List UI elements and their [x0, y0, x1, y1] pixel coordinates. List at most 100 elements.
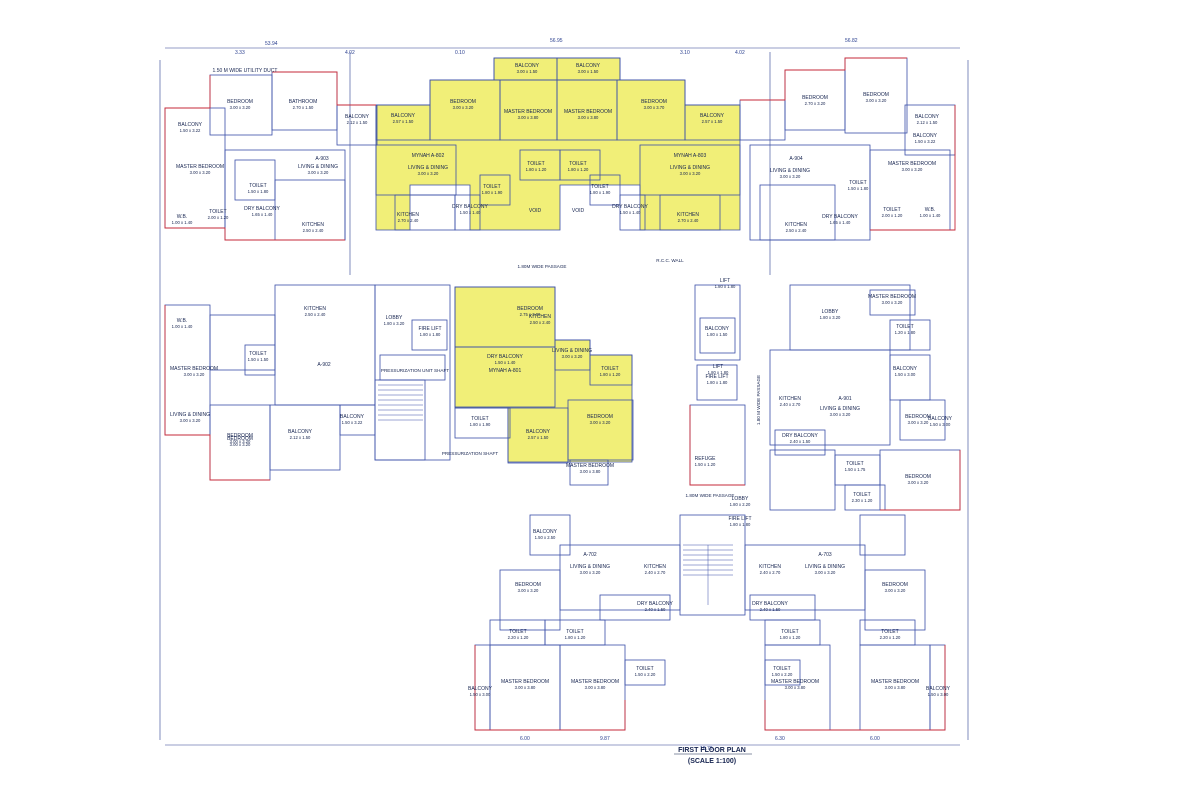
- room-label: BEDROOM: [515, 582, 541, 588]
- room-size: 1.50 x 1.40: [460, 210, 481, 215]
- staircases: [378, 379, 733, 605]
- top-dim-4: 3.33: [235, 50, 245, 56]
- room-label: LIVING & DINING: [820, 406, 860, 412]
- room-label: REFUGE: [695, 456, 717, 462]
- room-label: FIRE LIFT: [728, 516, 751, 522]
- room-size: 1.50 x 3.00: [895, 372, 916, 377]
- room-label: BEDROOM: [641, 99, 667, 105]
- room-label: DRY BALCONY: [637, 601, 673, 607]
- room-size: 1.80 x 1.80: [715, 284, 736, 289]
- room-label: BALCONY: [928, 416, 953, 422]
- room-label: LIVING & DINING: [408, 165, 448, 171]
- rcc-wall-label: R.C.C. WALL: [656, 258, 684, 263]
- room-label: TOILET: [509, 629, 526, 635]
- room-label: A-901: [838, 396, 852, 402]
- room-size: 2.70 x 2.40: [678, 218, 699, 223]
- room-size: 1.50 x 1.50: [248, 357, 269, 362]
- room-label: KITCHEN: [529, 314, 551, 320]
- room-label: LOBBY: [822, 309, 839, 315]
- room-label: TOILET: [846, 461, 863, 467]
- corridor-labels: 1.80M WIDE PASSAGE R.C.C. WALL 1.80M WID…: [381, 258, 761, 498]
- room-size: 1.65 x 1.40: [252, 212, 273, 217]
- top-dim-8: 4.02: [735, 50, 745, 56]
- room-label: VOID: [572, 208, 585, 214]
- room-label: KITCHEN: [759, 564, 781, 570]
- room-size: 3.00 x 3.20: [230, 439, 251, 444]
- room-size: 1.80 x 1.80: [708, 370, 729, 375]
- room-label: BALCONY: [468, 686, 493, 692]
- room-label: A-902: [317, 362, 331, 368]
- room-size: 2.75 x 3.00: [520, 312, 541, 317]
- room-size: 3.00 x 1.50: [517, 69, 538, 74]
- room-label: MASTER BEDROOM: [564, 109, 612, 115]
- room-label: LIVING & DINING: [552, 348, 592, 354]
- room-size: 3.00 x 3.20: [580, 570, 601, 575]
- room-label: BALCONY: [526, 429, 551, 435]
- room-label: TOILET: [773, 666, 790, 672]
- room-label: KITCHEN: [397, 212, 419, 218]
- room-size: 2.57 x 1.50: [393, 119, 414, 124]
- room-label: BEDROOM: [227, 436, 253, 442]
- room-label: MYNAH A-801: [489, 368, 522, 374]
- room-label: MASTER BEDROOM: [566, 463, 614, 469]
- room-size: 2.20 x 1.20: [880, 635, 901, 640]
- room-size: 3.00 x 3.80: [515, 685, 536, 690]
- room-label: MASTER BEDROOM: [176, 164, 224, 170]
- room-label: W.B.: [177, 214, 188, 220]
- bottom-dim-5: 6.00: [870, 736, 880, 742]
- room-size: 3.00 x 3.80: [580, 469, 601, 474]
- pressurization-top-label: PRESSURIZATION UNIT SHAFT: [381, 368, 449, 373]
- room-size: 3.00 x 3.20: [908, 480, 929, 485]
- room-size: 3.00 x 3.20: [815, 570, 836, 575]
- room-label: TOILET: [601, 366, 618, 372]
- room-label: TOILET: [881, 629, 898, 635]
- room-label: KITCHEN: [302, 222, 324, 228]
- room-size: 3.00 x 3.20: [453, 105, 474, 110]
- room-size: 2.70 x 1.50: [293, 105, 314, 110]
- room-size: 3.00 x 3.20: [562, 354, 583, 359]
- room-size: 1.50 x 1.20: [695, 462, 716, 467]
- side-passage-label: 1.80 M WIDE PASSAGE: [756, 375, 761, 425]
- room-label: TOILET: [209, 209, 226, 215]
- room-label: A-903: [315, 156, 329, 162]
- room-label: BEDROOM: [450, 99, 476, 105]
- room-label: BEDROOM: [905, 414, 931, 420]
- room-label: DRY BALCONY: [822, 214, 858, 220]
- drawing-title-text: FIRST FLOOR PLAN: [678, 747, 746, 754]
- room-size: 1.50 x 3.22: [342, 420, 363, 425]
- room-size: 2.40 x 1.50: [760, 607, 781, 612]
- room-label: BEDROOM: [517, 306, 543, 312]
- room-size: 3.00 x 3.20: [418, 171, 439, 176]
- room-label: LIFT: [713, 364, 723, 370]
- room-size: 1.50 x 3.00: [470, 692, 491, 697]
- room-label: MASTER BEDROOM: [501, 679, 549, 685]
- room-label: BEDROOM: [802, 95, 828, 101]
- room-size: 2.50 x 2.40: [303, 228, 324, 233]
- room-label: BALCONY: [288, 429, 313, 435]
- room-size: 3.00 x 3.20: [308, 170, 329, 175]
- room-label: DRY BALCONY: [244, 206, 280, 212]
- room-label: BEDROOM: [882, 582, 908, 588]
- room-label: BEDROOM: [863, 92, 889, 98]
- room-size: 2.50 x 2.40: [530, 320, 551, 325]
- room-label: BALCONY: [340, 414, 365, 420]
- room-label: DRY BALCONY: [452, 204, 488, 210]
- top-dim-1: 53.94: [265, 41, 278, 47]
- room-size: 1.80 x 1.20: [568, 167, 589, 172]
- room-size: 1.20 x 1.80: [895, 330, 916, 335]
- room-size: 2.12 x 1.50: [347, 120, 368, 125]
- room-label: BALCONY: [700, 113, 725, 119]
- room-size: 3.00 x 3.20: [518, 588, 539, 593]
- room-size: 2.00 x 1.20: [882, 213, 903, 218]
- room-label: TOILET: [249, 183, 266, 189]
- room-label: MASTER BEDROOM: [504, 109, 552, 115]
- room-size: 2.40 x 1.50: [790, 439, 811, 444]
- room-size: 1.50 x 2.20: [772, 672, 793, 677]
- room-size: 1.00 x 1.40: [172, 324, 193, 329]
- room-size: 3.00 x 3.70: [644, 105, 665, 110]
- room-label: KITCHEN: [304, 306, 326, 312]
- room-size: 3.00 x 3.20: [885, 588, 906, 593]
- room-label: TOILET: [781, 629, 798, 635]
- pressurization-bottom-label: PRESSURIZATION SHAFT: [442, 451, 499, 456]
- room-label: MASTER BEDROOM: [871, 679, 919, 685]
